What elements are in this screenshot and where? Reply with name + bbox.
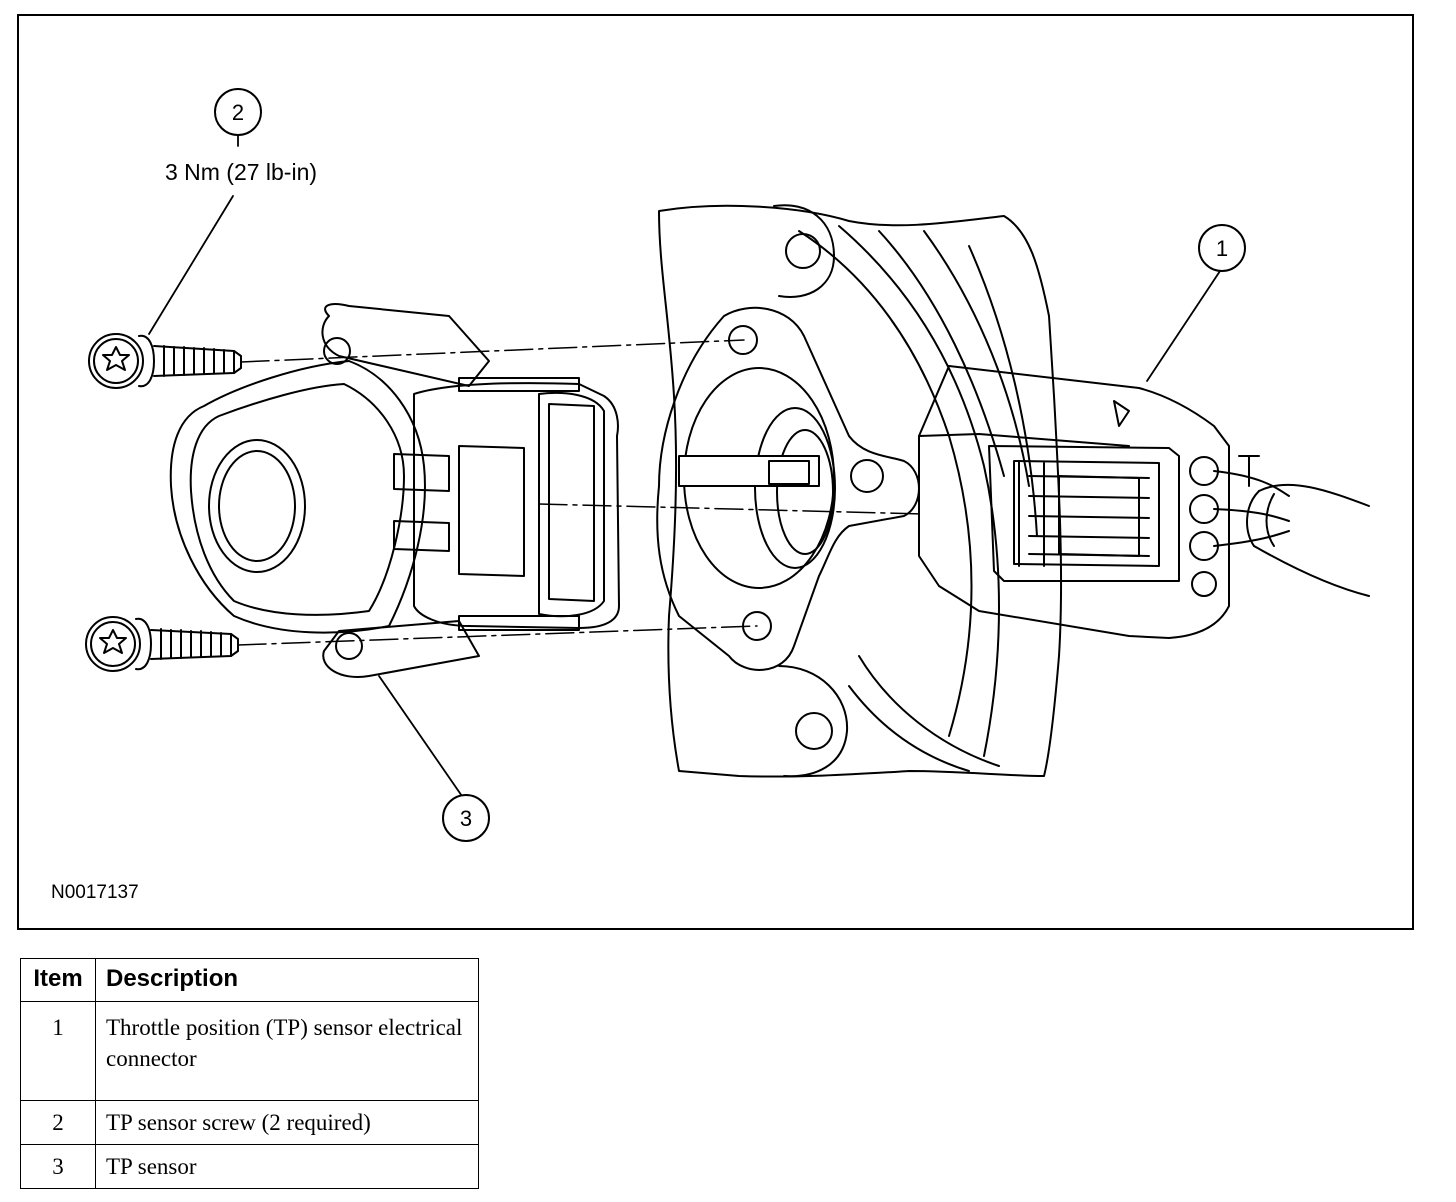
legend-table: Item Description 1 Throttle position (TP…: [20, 958, 479, 1189]
callout-3: 3: [442, 794, 490, 842]
table-row: 1 Throttle position (TP) sensor electric…: [20, 1001, 479, 1101]
legend-item-description: TP sensor: [95, 1144, 479, 1189]
svg-text:3: 3: [460, 806, 472, 831]
legend-item-description: TP sensor screw (2 required): [95, 1100, 479, 1145]
tp-sensor-diagram: 2 1 3 3 Nm (27 lb-in) N0017137: [51, 88, 1370, 903]
tp-sensor-electrical-connector: [918, 365, 1370, 639]
legend-item-description: Throttle position (TP) sensor electrical…: [95, 1001, 479, 1101]
alignment-lines: [237, 339, 925, 646]
svg-text:2: 2: [232, 100, 244, 125]
table-row: 3 TP sensor: [20, 1144, 479, 1189]
legend-header-row: Item Description: [20, 958, 479, 1002]
svg-text:1: 1: [1216, 236, 1228, 261]
legend-item-number: 3: [20, 1144, 96, 1189]
diagram-frame: 2 1 3 3 Nm (27 lb-in) N0017137: [17, 14, 1414, 930]
callout-2: 2: [214, 88, 262, 136]
tp-sensor-screw-lower: [85, 616, 239, 672]
table-row: 2 TP sensor screw (2 required): [20, 1100, 479, 1145]
torque-spec-label: 3 Nm (27 lb-in): [165, 159, 317, 185]
leader-lines: [148, 132, 1223, 800]
callout-1: 1: [1198, 224, 1246, 272]
figure-id: N0017137: [51, 882, 139, 903]
legend-header-item: Item: [20, 958, 96, 1002]
tp-sensor: [169, 303, 620, 678]
legend-item-number: 2: [20, 1100, 96, 1145]
tp-sensor-screw-upper: [88, 333, 242, 389]
legend-item-number: 1: [20, 1001, 96, 1101]
throttle-body: [658, 204, 1063, 778]
legend-header-description: Description: [95, 958, 479, 1002]
throttle-flange: [656, 306, 920, 671]
